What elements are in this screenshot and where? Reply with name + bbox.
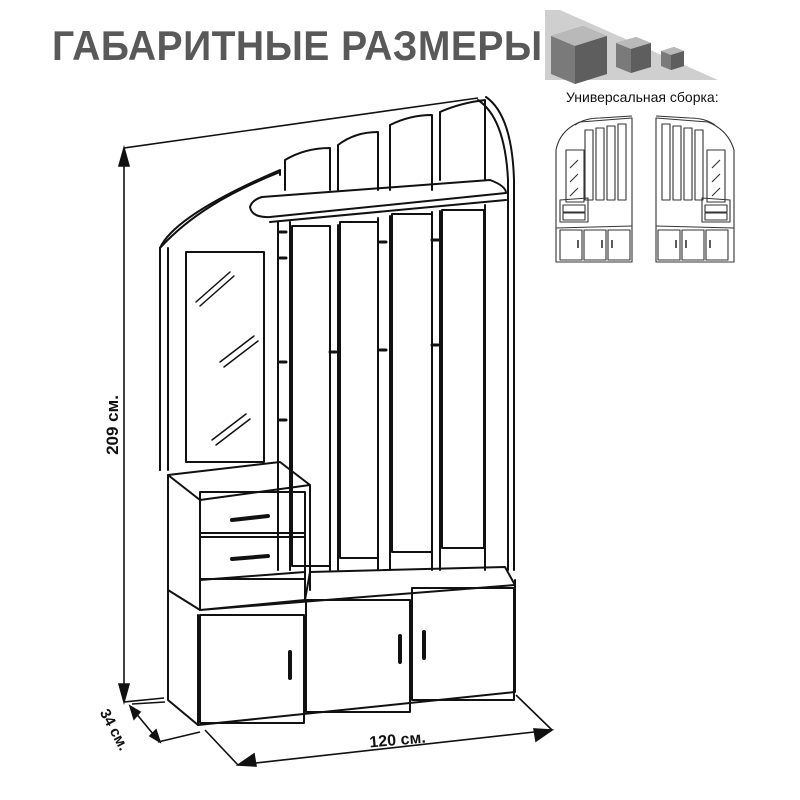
drawer-lower [199,532,306,580]
top-shelf [249,179,507,219]
drawer-upper [199,491,306,538]
depth-label: 34 см. [96,706,132,753]
mirror [185,251,265,463]
back-panel-outline [159,169,281,471]
mirror-glare-icon [195,271,259,446]
cubes-logo-icon [545,10,718,84]
assembly-note: Универсальная сборка: [566,89,719,105]
cabinet-door-right [411,587,515,701]
assembly-variant-left [555,115,633,263]
width-label: 120 см. [369,730,427,752]
assembly-variant-right [655,115,735,263]
cabinet-door-left [199,614,305,724]
cube-small-icon [661,47,684,70]
cube-medium-icon [616,37,651,73]
page-title: ГАБАРИТНЫЕ РАЗМЕРЫ [52,22,543,69]
hallway-furniture-drawing [159,96,516,726]
cabinet-door-middle [305,599,411,713]
arched-top [284,147,331,191]
drawer-top [167,461,311,501]
drawer-handle-upper [230,514,270,522]
cube-large-icon [551,26,607,84]
height-label: 209 см. [103,395,122,455]
dimension-lines [117,97,555,767]
drawer-handle-lower [230,554,270,561]
